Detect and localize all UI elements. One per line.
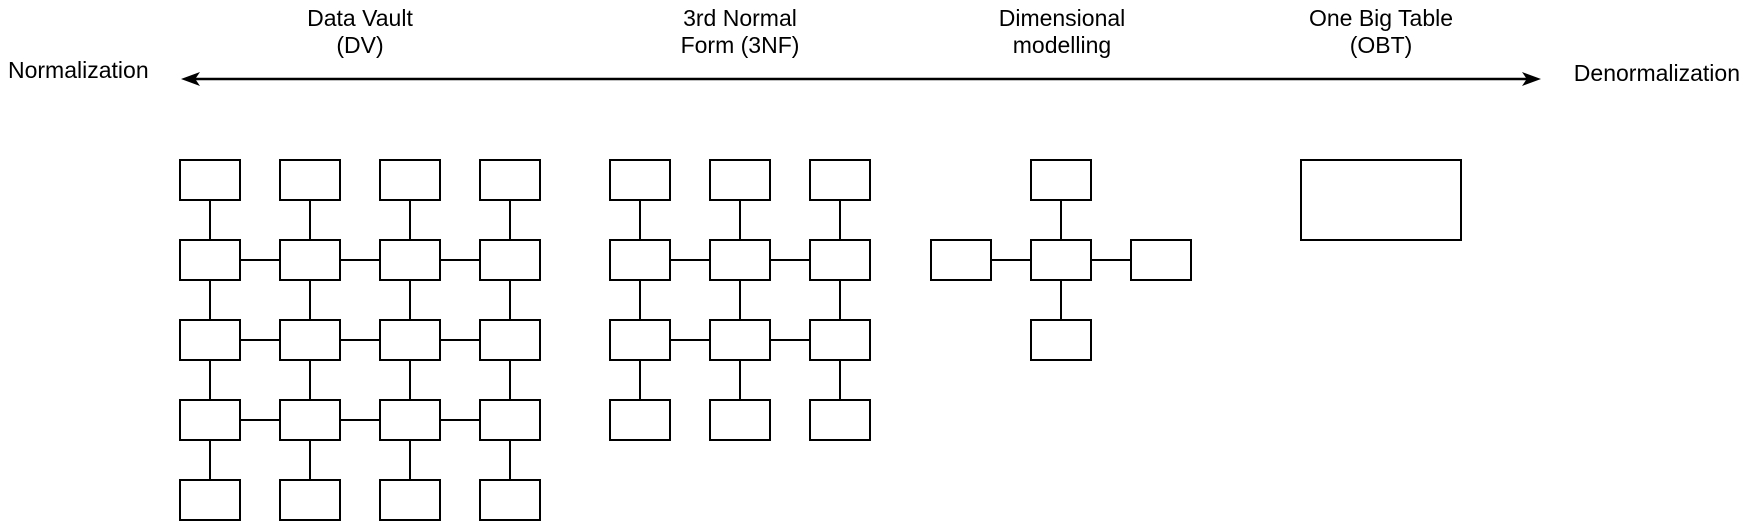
method-label-3nf-line1: 3rd Normal [683, 5, 797, 31]
table-box [179, 239, 241, 281]
table-box [709, 399, 771, 441]
table-box [279, 479, 341, 521]
table-box [179, 399, 241, 441]
method-label-dimensional-line2: modelling [1013, 32, 1111, 58]
table-box [479, 239, 541, 281]
table-box [179, 319, 241, 361]
method-label-data-vault-line1: Data Vault [307, 5, 413, 31]
table-box [379, 159, 441, 201]
dimensional-schema [930, 159, 1192, 361]
obt-schema [1300, 159, 1462, 241]
table-box [379, 319, 441, 361]
table-box [1030, 319, 1092, 361]
table-box [809, 399, 871, 441]
table-box [1130, 239, 1192, 281]
data-vault-schema [179, 159, 541, 521]
arrowhead-right-icon [1522, 72, 1541, 86]
table-box [479, 399, 541, 441]
table-box [1300, 159, 1462, 241]
method-diagrams [179, 159, 1462, 521]
table-box [809, 319, 871, 361]
table-box [1030, 239, 1092, 281]
table-box [609, 239, 671, 281]
axis-left-label: Normalization [8, 57, 149, 83]
table-box [379, 479, 441, 521]
method-label-data-vault-line2: (DV) [336, 32, 383, 58]
table-box [709, 159, 771, 201]
table-box [809, 159, 871, 201]
3nf-schema [609, 159, 871, 441]
table-box [479, 319, 541, 361]
axis-right-label: Denormalization [1574, 60, 1740, 86]
table-box [930, 239, 992, 281]
method-label-obt-line2: (OBT) [1350, 32, 1413, 58]
table-box [1030, 159, 1092, 201]
method-label-3nf-line2: Form (3NF) [681, 32, 800, 58]
table-box [479, 479, 541, 521]
table-box [179, 159, 241, 201]
method-label-dimensional-line1: Dimensional [999, 5, 1126, 31]
table-box [279, 319, 341, 361]
table-box [609, 319, 671, 361]
table-box [709, 319, 771, 361]
table-box [179, 479, 241, 521]
table-box [609, 399, 671, 441]
table-box [709, 239, 771, 281]
arrowhead-left-icon [181, 72, 200, 86]
table-box [479, 159, 541, 201]
table-box [609, 159, 671, 201]
table-box [279, 159, 341, 201]
spectrum-axis: Normalization Denormalization [8, 57, 1740, 86]
table-box [279, 239, 341, 281]
table-box [809, 239, 871, 281]
table-box [279, 399, 341, 441]
table-box [379, 399, 441, 441]
method-label-obt-line1: One Big Table [1309, 5, 1453, 31]
table-box [379, 239, 441, 281]
